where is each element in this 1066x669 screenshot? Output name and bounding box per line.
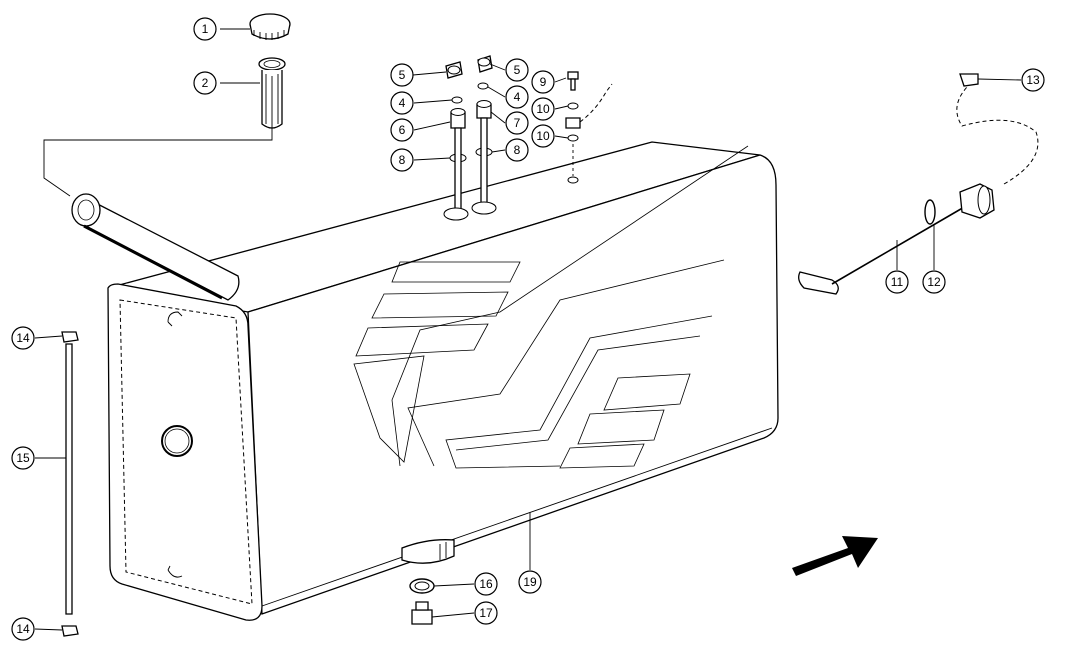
svg-text:1: 1 xyxy=(202,22,209,36)
svg-text:11: 11 xyxy=(891,275,904,289)
breather-rod-assembly xyxy=(61,331,79,637)
callout-5-left: 5 xyxy=(390,63,414,87)
mounting-hook-lower xyxy=(167,565,183,578)
drain-sump xyxy=(401,539,455,564)
filler-neck xyxy=(71,193,240,301)
drain-plug-assembly xyxy=(409,578,435,625)
svg-text:7: 7 xyxy=(514,116,521,130)
callout-10-lower: 10 xyxy=(531,124,555,148)
leader-lines xyxy=(34,28,1022,631)
callout-2: 2 xyxy=(193,71,217,95)
inspection-ring xyxy=(161,425,193,457)
tank-decal-graphic xyxy=(353,145,749,469)
svg-text:8: 8 xyxy=(514,143,521,157)
callout-15: 15 xyxy=(11,446,35,470)
mounting-hook-upper xyxy=(167,311,183,327)
callout-11: 11 xyxy=(885,270,909,294)
svg-text:10: 10 xyxy=(536,129,550,143)
svg-text:16: 16 xyxy=(479,577,493,591)
fuel-level-sender xyxy=(798,73,1039,295)
svg-text:12: 12 xyxy=(927,275,941,289)
svg-text:6: 6 xyxy=(399,123,406,137)
callout-8-right: 8 xyxy=(505,138,529,162)
svg-text:4: 4 xyxy=(399,96,406,110)
svg-text:14: 14 xyxy=(16,622,30,636)
callout-14-lower: 14 xyxy=(11,617,35,641)
callout-8-left: 8 xyxy=(390,148,414,172)
svg-text:8: 8 xyxy=(399,153,406,167)
callout-7: 7 xyxy=(505,111,529,135)
svg-text:17: 17 xyxy=(479,606,493,620)
svg-text:13: 13 xyxy=(1026,73,1040,87)
callout-4-left: 4 xyxy=(390,91,414,115)
direction-arrow xyxy=(792,536,878,576)
fuel-tank xyxy=(107,141,779,621)
callout-14-upper: 14 xyxy=(11,326,35,350)
callout-5-right: 5 xyxy=(505,58,529,82)
svg-text:14: 14 xyxy=(16,331,30,345)
callout-4-right: 4 xyxy=(505,85,529,109)
svg-text:10: 10 xyxy=(536,102,550,116)
callout-12: 12 xyxy=(922,270,946,294)
svg-text:15: 15 xyxy=(16,451,30,465)
svg-text:19: 19 xyxy=(523,575,537,589)
callout-6: 6 xyxy=(390,118,414,142)
callout-1: 1 xyxy=(193,17,217,41)
filler-cap xyxy=(249,13,291,40)
callout-10-upper: 10 xyxy=(531,97,555,121)
fuel-line-fittings xyxy=(443,55,497,221)
svg-text:2: 2 xyxy=(202,76,209,90)
svg-text:5: 5 xyxy=(514,63,521,77)
callout-16: 16 xyxy=(474,572,498,596)
callout-9: 9 xyxy=(531,70,555,94)
svg-text:4: 4 xyxy=(514,90,521,104)
filler-strainer xyxy=(258,57,286,129)
callout-13: 13 xyxy=(1021,68,1045,92)
svg-text:9: 9 xyxy=(540,75,547,89)
svg-text:5: 5 xyxy=(399,68,406,82)
callout-19: 19 xyxy=(518,570,542,594)
callout-17: 17 xyxy=(474,601,498,625)
